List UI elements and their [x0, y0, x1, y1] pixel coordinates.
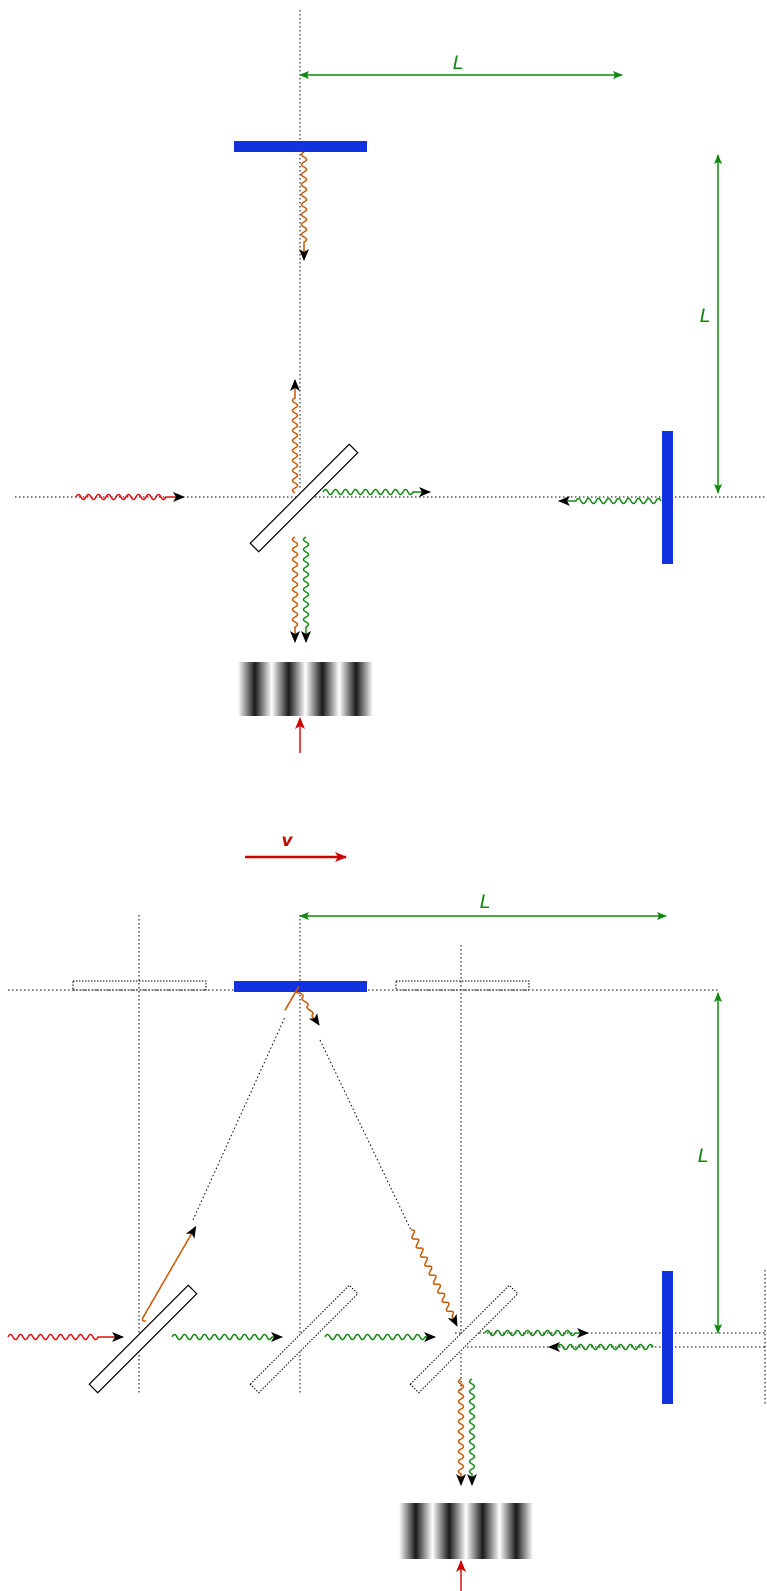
top-mirror-ghost-final: [395, 980, 530, 991]
reflected-wave-from-right-mirror: [558, 496, 662, 506]
orange-wave-rising: [141, 1225, 197, 1322]
vertical-arm-length-label-moving: L: [698, 1145, 709, 1167]
beam-splitter-initial: [88, 1284, 198, 1394]
right-mirror-moving: [662, 1271, 673, 1404]
reflected-wave-from-top-mirror: [299, 151, 309, 261]
orange-wave-descending: [410, 1229, 458, 1327]
horizontal-arm-length-label-moving: L: [480, 891, 491, 913]
reflected-wave-from-right-mirror-moving: [548, 1342, 654, 1352]
diagonal-path-up: [192, 1016, 286, 1221]
top-mirror-moving: [234, 981, 367, 992]
vertical-arm-length-label: L: [700, 305, 711, 327]
interference-fringe-pattern-moving: [399, 1503, 533, 1559]
diagonal-path-down: [319, 1039, 412, 1231]
wave-toward-top-mirror: [290, 379, 300, 494]
output-wave-green-moving: [467, 1378, 477, 1486]
incoming-light-wave-moving: [7, 1332, 124, 1342]
top-mirror-ghost-initial: [72, 980, 207, 991]
wave-toward-right-mirror-moving: [484, 1328, 589, 1338]
right-mirror: [662, 431, 673, 564]
bottom-panel: v L L: [7, 831, 767, 1591]
wave-toward-right-mirror: [322, 487, 431, 497]
beam-splitter-ghost-final: [409, 1284, 519, 1394]
top-panel: L L: [15, 10, 767, 753]
orange-wave-reflected-at-mirror: [299, 992, 320, 1026]
top-mirror: [234, 141, 367, 152]
output-wave-orange-moving: [456, 1378, 466, 1486]
beam-splitter: [249, 443, 359, 553]
output-wave-orange: [290, 536, 300, 643]
incoming-light-wave: [75, 492, 185, 502]
green-wave-segment-2: [324, 1332, 436, 1342]
output-wave-green: [301, 536, 311, 643]
velocity-label: v: [281, 831, 293, 851]
orange-wave-at-mirror-incoming: [284, 986, 301, 1011]
horizontal-arm-length-label: L: [453, 52, 464, 74]
interference-fringe-pattern: [238, 662, 373, 716]
beam-splitter-ghost-middle: [249, 1284, 359, 1394]
green-wave-segment-1: [171, 1332, 283, 1342]
